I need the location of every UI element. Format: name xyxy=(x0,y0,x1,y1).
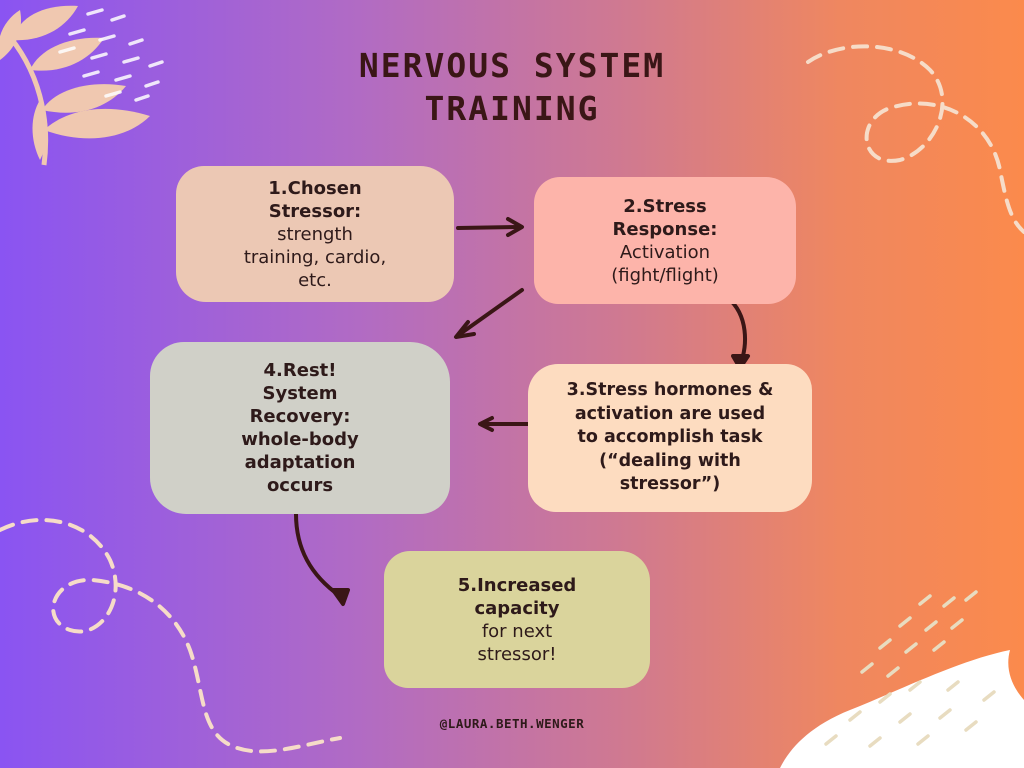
arrow-step4-to-step5 xyxy=(296,514,348,604)
arrow-step2-to-step3 xyxy=(728,298,748,368)
step-2-body-line: (fight/flight) xyxy=(611,264,719,287)
title-line-1: NERVOUS SYSTEM xyxy=(262,44,762,87)
step-2-heading-line: Response: xyxy=(613,218,718,241)
author-handle: @LAURA.BETH.WENGER xyxy=(412,716,612,731)
step-3-box: 3.Stress hormones & activation are used … xyxy=(528,364,812,512)
step-5-body: for next stressor! xyxy=(478,620,557,666)
leaf-icon xyxy=(780,650,1024,768)
title-line-2: TRAINING xyxy=(262,87,762,130)
dash-pattern-top-left xyxy=(60,10,162,100)
step-1-box: 1.Chosen Stressor: strength training, ca… xyxy=(176,166,454,302)
step-1-body: strength training, cardio, etc. xyxy=(244,223,386,292)
step-1-heading: 1.Chosen Stressor: xyxy=(268,177,362,223)
step-3-heading-line: activation are used xyxy=(567,403,774,427)
step-3-heading-line: stressor”) xyxy=(567,473,774,497)
dash-pattern-bottom-right xyxy=(826,592,994,746)
dashed-swirl-icon xyxy=(0,520,340,751)
step-4-box: 4.Rest! System Recovery: whole-body adap… xyxy=(150,342,450,514)
step-5-box: 5.Increased capacity for next stressor! xyxy=(384,551,650,688)
step-1-heading-line: 1.Chosen xyxy=(268,177,362,200)
step-5-body-line: for next xyxy=(478,620,557,643)
step-3-heading-line: (“dealing with xyxy=(567,450,774,474)
step-1-body-line: training, cardio, xyxy=(244,246,386,269)
step-1-body-line: strength xyxy=(244,223,386,246)
step-2-box: 2.Stress Response: Activation (fight/fli… xyxy=(534,177,796,304)
step-4-heading-line: System xyxy=(241,382,359,405)
step-2-body: Activation (fight/flight) xyxy=(611,241,719,287)
leaf-branch-icon xyxy=(0,6,150,165)
dashed-swirl-icon xyxy=(808,46,1024,232)
step-4-heading-line: Recovery: xyxy=(241,405,359,428)
step-4-heading-line: adaptation xyxy=(241,451,359,474)
step-1-body-line: etc. xyxy=(244,269,386,292)
step-5-body-line: stressor! xyxy=(478,643,557,666)
step-2-body-line: Activation xyxy=(611,241,719,264)
step-3-heading-line: to accomplish task xyxy=(567,426,774,450)
arrow-step2-to-step4 xyxy=(456,290,522,337)
step-4-heading-line: whole-body xyxy=(241,428,359,451)
step-2-heading: 2.Stress Response: xyxy=(613,195,718,241)
step-4-heading-line: 4.Rest! xyxy=(241,359,359,382)
step-3-heading-line: 3.Stress hormones & xyxy=(567,379,774,403)
arrow-step1-to-step2 xyxy=(458,219,522,235)
arrow-step3-to-step4 xyxy=(480,418,528,430)
step-3-heading: 3.Stress hormones & activation are used … xyxy=(567,379,774,497)
step-5-heading-line: 5.Increased xyxy=(458,574,577,597)
step-2-heading-line: 2.Stress xyxy=(613,195,718,218)
step-5-heading-line: capacity xyxy=(458,597,577,620)
step-5-heading: 5.Increased capacity xyxy=(458,574,577,620)
page-title: NERVOUS SYSTEM TRAINING xyxy=(262,44,762,130)
step-4-heading-line: occurs xyxy=(241,474,359,497)
step-4-heading: 4.Rest! System Recovery: whole-body adap… xyxy=(241,359,359,497)
step-1-heading-line: Stressor: xyxy=(268,200,362,223)
